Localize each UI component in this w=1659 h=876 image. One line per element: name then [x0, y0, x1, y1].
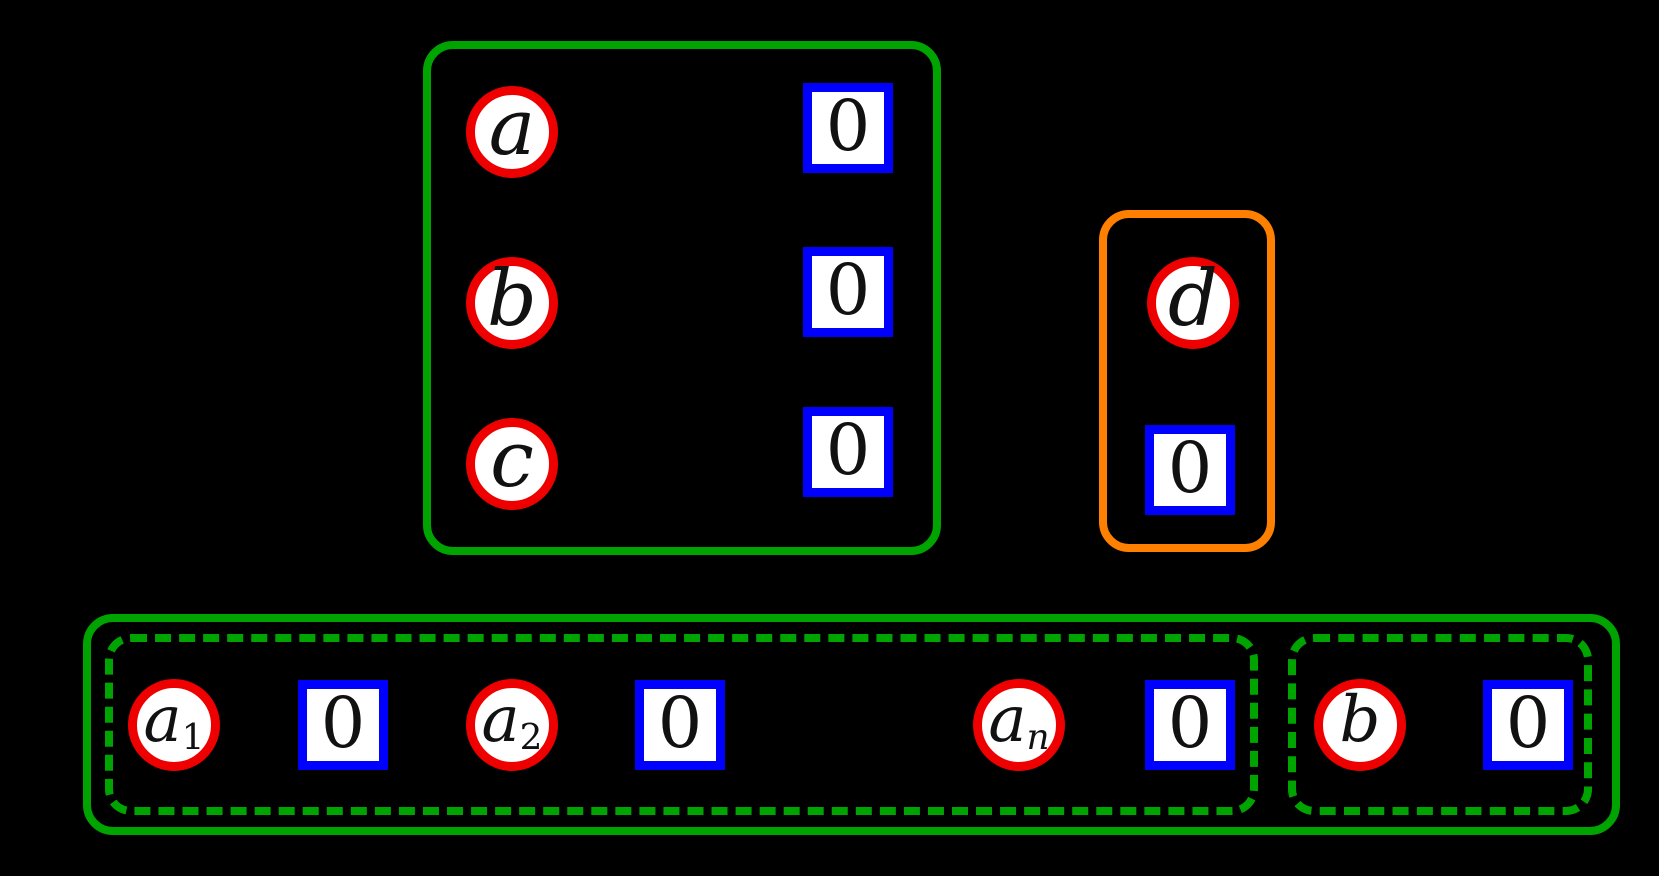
- count-box-a1: 0: [298, 680, 388, 770]
- object-node-d: d: [1147, 257, 1239, 349]
- count-box-b2-value: 0: [1505, 682, 1551, 764]
- count-box-a1-value: 0: [320, 682, 366, 764]
- count-box-a2-value: 0: [657, 682, 703, 764]
- count-box-a: 0: [803, 83, 893, 173]
- count-box-a-value: 0: [825, 85, 871, 167]
- object-node-an: an: [973, 679, 1065, 771]
- dotted-subgroup-right: [1288, 634, 1592, 815]
- count-box-a2: 0: [635, 680, 725, 770]
- dotted-subgroup-left: [105, 634, 1258, 815]
- count-box-an: 0: [1145, 680, 1235, 770]
- object-node-b-label: b: [487, 254, 537, 344]
- object-node-b2-label: b: [1339, 683, 1381, 758]
- count-box-c-value: 0: [825, 409, 871, 491]
- object-node-a: a: [466, 86, 558, 178]
- object-node-a-label: a: [488, 83, 536, 173]
- count-box-b: 0: [803, 247, 893, 337]
- object-node-a2: a2: [466, 679, 558, 771]
- object-node-c-label: c: [490, 415, 534, 505]
- group-box-top-right: [1099, 210, 1275, 552]
- count-box-an-value: 0: [1167, 682, 1213, 764]
- object-node-an-label: an: [988, 683, 1050, 759]
- group-box-bottom: [83, 614, 1620, 835]
- count-box-b-value: 0: [825, 249, 871, 331]
- count-box-d: 0: [1145, 425, 1235, 515]
- object-node-b: b: [466, 257, 558, 349]
- object-node-a1: a1: [128, 679, 220, 771]
- count-box-c: 0: [803, 407, 893, 497]
- object-node-c: c: [466, 418, 558, 510]
- count-box-d-value: 0: [1167, 427, 1213, 509]
- object-node-b2: b: [1314, 679, 1406, 771]
- object-node-d-label: d: [1168, 254, 1218, 344]
- object-node-a2-label: a2: [481, 683, 543, 759]
- object-node-a1-label: a1: [143, 683, 205, 759]
- group-box-top-left: [423, 41, 941, 555]
- count-box-b2: 0: [1483, 680, 1573, 770]
